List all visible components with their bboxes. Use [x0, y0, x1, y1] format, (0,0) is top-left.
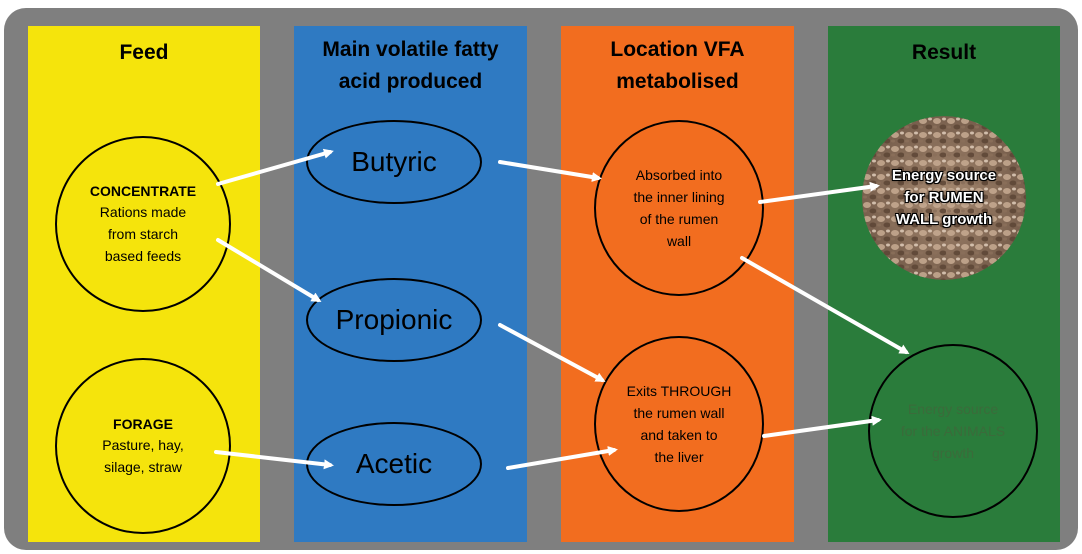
exits-line-2: the rumen wall	[633, 405, 725, 421]
vfa-column: Main volatile fatty acid produced Butyri…	[294, 26, 527, 542]
rumen-wall-image: Energy source for RUMEN WALL growth	[862, 116, 1026, 280]
absorbed-line-4: wall	[666, 233, 692, 249]
feed-column: Feed CONCENTRATE Rations made from starc…	[28, 26, 260, 542]
result-column: Result Energy source for RUM	[828, 26, 1060, 542]
forage-line-1: Pasture, hay,	[102, 437, 184, 453]
propionic-ellipse: Propionic	[306, 278, 482, 362]
concentrate-circle: CONCENTRATE Rations made from starch bas…	[55, 136, 231, 312]
animals-result-circle: Energy source for the ANIMALS growth	[868, 344, 1038, 518]
location-column: Location VFA metabolised Absorbed into t…	[561, 26, 794, 542]
absorbed-line-2: the inner lining	[633, 189, 725, 205]
concentrate-line-1: Rations made	[99, 204, 187, 220]
forage-heading: FORAGE	[113, 416, 173, 432]
animals-line-2: for the ANIMALS	[900, 423, 1006, 439]
rumen-line-3: WALL growth	[895, 211, 993, 228]
absorbed-line-1: Absorbed into	[635, 167, 723, 183]
animals-line-3: growth	[931, 445, 975, 461]
forage-line-2: silage, straw	[104, 459, 182, 475]
rumen-wall-result-text: Energy source for RUMEN WALL growth	[862, 116, 1026, 280]
feed-column-title: Feed	[119, 41, 169, 64]
concentrate-line-2: from starch	[107, 226, 178, 242]
absorbed-circle: Absorbed into the inner lining of the ru…	[594, 120, 764, 296]
vfa-title-line-1: Main volatile fatty	[322, 38, 499, 61]
exits-line-3: and taken to	[640, 427, 718, 443]
concentrate-line-3: based feeds	[104, 248, 182, 264]
location-title-line-1: Location VFA	[610, 38, 745, 61]
animals-line-1: Energy source	[907, 401, 999, 417]
location-title-line-2: metabolised	[616, 70, 739, 93]
exits-line-4: the liver	[654, 449, 704, 465]
concentrate-heading: CONCENTRATE	[89, 183, 197, 199]
acetic-label: Acetic	[355, 448, 433, 479]
result-column-title: Result	[911, 41, 977, 64]
butyric-ellipse: Butyric	[306, 120, 482, 204]
acetic-ellipse: Acetic	[306, 422, 482, 506]
vfa-column-title: Main volatile fatty acid produced	[294, 34, 527, 98]
butyric-label: Butyric	[351, 146, 437, 177]
exits-circle: Exits THROUGH the rumen wall and taken t…	[594, 336, 764, 512]
forage-circle: FORAGE Pasture, hay, silage, straw	[55, 358, 231, 534]
location-column-title: Location VFA metabolised	[561, 34, 794, 98]
rumen-line-1: Energy source	[891, 167, 997, 184]
rumen-line-2: for RUMEN	[904, 189, 984, 206]
rumen-texture	[862, 116, 1026, 280]
propionic-label: Propionic	[335, 304, 453, 335]
exits-line-1: Exits THROUGH	[626, 383, 732, 399]
absorbed-line-3: of the rumen	[639, 211, 719, 227]
vfa-title-line-2: acid produced	[338, 70, 483, 93]
